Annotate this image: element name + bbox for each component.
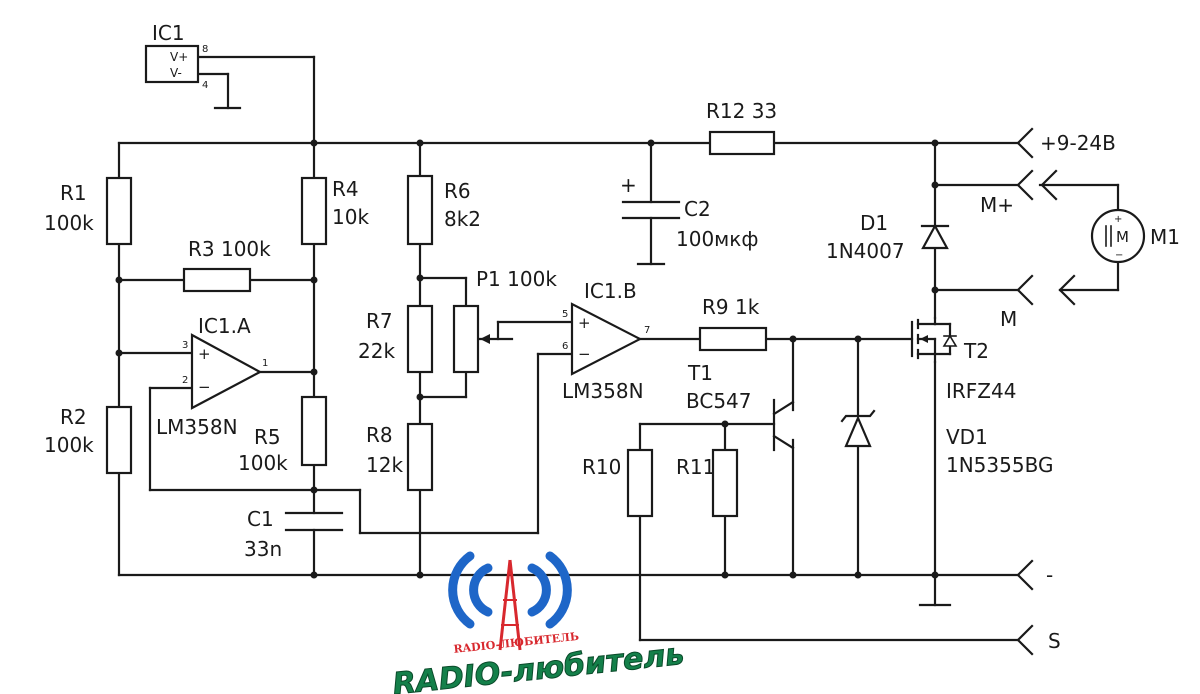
r12-label: R12 33 (706, 99, 777, 123)
c1-name: C1 (247, 507, 274, 531)
zener-vd1: VD1 1N5355BG (840, 409, 1053, 477)
r8-name: R8 (366, 423, 393, 447)
r4-name: R4 (332, 177, 359, 201)
terminal-m-label: M (1000, 307, 1017, 331)
r6-value: 8k2 (444, 207, 481, 231)
resistor-r3: R3 100k (182, 237, 271, 293)
t2-part: IRFZ44 (946, 379, 1016, 403)
ic1b-part: LM358N (562, 379, 644, 403)
resistor-r5: R5 100k (238, 395, 328, 475)
r7-value: 22k (358, 339, 395, 363)
r5-name: R5 (254, 425, 281, 449)
resistor-r6: R6 8k2 (406, 174, 481, 246)
motor-m-symbol: M (1116, 228, 1129, 246)
resistor-r1: R1 100k (44, 176, 133, 246)
ic1a-label: IC1.A (198, 314, 251, 338)
r4-value: 10k (332, 205, 369, 229)
terminal-s: S (1016, 624, 1061, 656)
opamp-ic1a: + − 3 2 1 IC1.A LM358N (156, 314, 268, 439)
ic1b-pin6: 6 (562, 341, 568, 352)
ic1a-pin3: 3 (182, 340, 188, 351)
terminal-mplus-label: M+ (980, 193, 1014, 217)
opamp-ic1b: + − 5 6 7 IC1.B LM358N (562, 279, 650, 403)
r7-name: R7 (366, 309, 393, 333)
r5-value: 100k (238, 451, 288, 475)
c2-plus: + (620, 173, 637, 197)
motor-minus: − (1115, 250, 1123, 261)
r3-label: R3 100k (188, 237, 271, 261)
resistor-r10: R10 (582, 448, 654, 518)
motor-plus: + (1114, 214, 1122, 225)
m1-label: M1 (1150, 225, 1180, 249)
c2-name: C2 (684, 197, 711, 221)
vminus-label: V- (170, 66, 182, 80)
r11-label: R11 (676, 455, 715, 479)
vd1-part: 1N5355BG (946, 453, 1053, 477)
t2-name: T2 (963, 339, 989, 363)
ic1a-pin2: 2 (182, 375, 188, 386)
radio-lyubitel-logo: RADIO-ЛЮБИТЕЛЬ RADIO-любитель (391, 551, 686, 694)
r2-value: 100k (44, 433, 94, 457)
r9-label: R9 1k (702, 295, 760, 319)
r2-name: R2 (60, 405, 87, 429)
pin8-label: 8 (202, 44, 208, 55)
d1-name: D1 (860, 211, 888, 235)
r8-value: 12k (366, 453, 403, 477)
motor-m1: M + − M1 (1090, 208, 1180, 264)
ic1b-plus: + (578, 314, 591, 332)
ic1a-minus: − (198, 378, 211, 396)
c1-value: 33n (244, 537, 282, 561)
terminal-supply-label: +9-24В (1040, 131, 1116, 155)
t1-part: BC547 (686, 389, 752, 413)
terminal-s-label: S (1048, 629, 1061, 653)
terminal-m: M (1000, 274, 1076, 331)
ic1b-label: IC1.B (584, 279, 637, 303)
vd1-name: VD1 (946, 425, 988, 449)
r6-name: R6 (444, 179, 471, 203)
capacitor-c2: + C2 100мкф (620, 173, 758, 251)
d1-part: 1N4007 (826, 239, 905, 263)
capacitor-c1: C1 33n (244, 507, 344, 561)
terminal-supply: +9-24В (1016, 127, 1116, 159)
resistor-r9: R9 1k (698, 295, 768, 352)
resistor-r12: R12 33 (706, 99, 777, 156)
ic1-label: IC1 (152, 21, 185, 45)
r1-value: 100k (44, 211, 94, 235)
potentiometer-p1: P1 100k (452, 267, 557, 374)
resistor-r8: R8 12k (366, 422, 434, 492)
t1-name: T1 (687, 361, 713, 385)
diode-d1: D1 1N4007 (826, 211, 950, 263)
ic1b-pin7: 7 (644, 325, 650, 336)
vplus-label: V+ (170, 50, 188, 64)
terminal-mplus: M+ (980, 169, 1058, 217)
p1-label: P1 100k (476, 267, 557, 291)
junction-dots (115, 139, 939, 579)
resistor-r4: R4 10k (300, 176, 369, 246)
resistor-r11: R11 (676, 448, 739, 518)
pin4-label: 4 (202, 80, 208, 91)
c2-value: 100мкф (676, 227, 758, 251)
r1-name: R1 (60, 181, 87, 205)
ic1b-minus: − (578, 345, 591, 363)
terminal-minus: - (1016, 559, 1053, 591)
terminal-minus-label: - (1046, 563, 1053, 587)
ic1a-pin1: 1 (262, 358, 268, 369)
r10-label: R10 (582, 455, 621, 479)
ic1a-plus: + (198, 345, 211, 363)
ic1a-part: LM358N (156, 415, 238, 439)
mosfet-t2: T2 IRFZ44 (910, 316, 1016, 403)
ic1b-pin5: 5 (562, 309, 568, 320)
transistor-t1-labels: T1 BC547 (686, 361, 752, 413)
ic1-power-symbol: IC1 V+ V- 8 4 (144, 21, 208, 91)
resistor-r7: R7 22k (358, 304, 434, 374)
resistor-r2: R2 100k (44, 405, 133, 475)
